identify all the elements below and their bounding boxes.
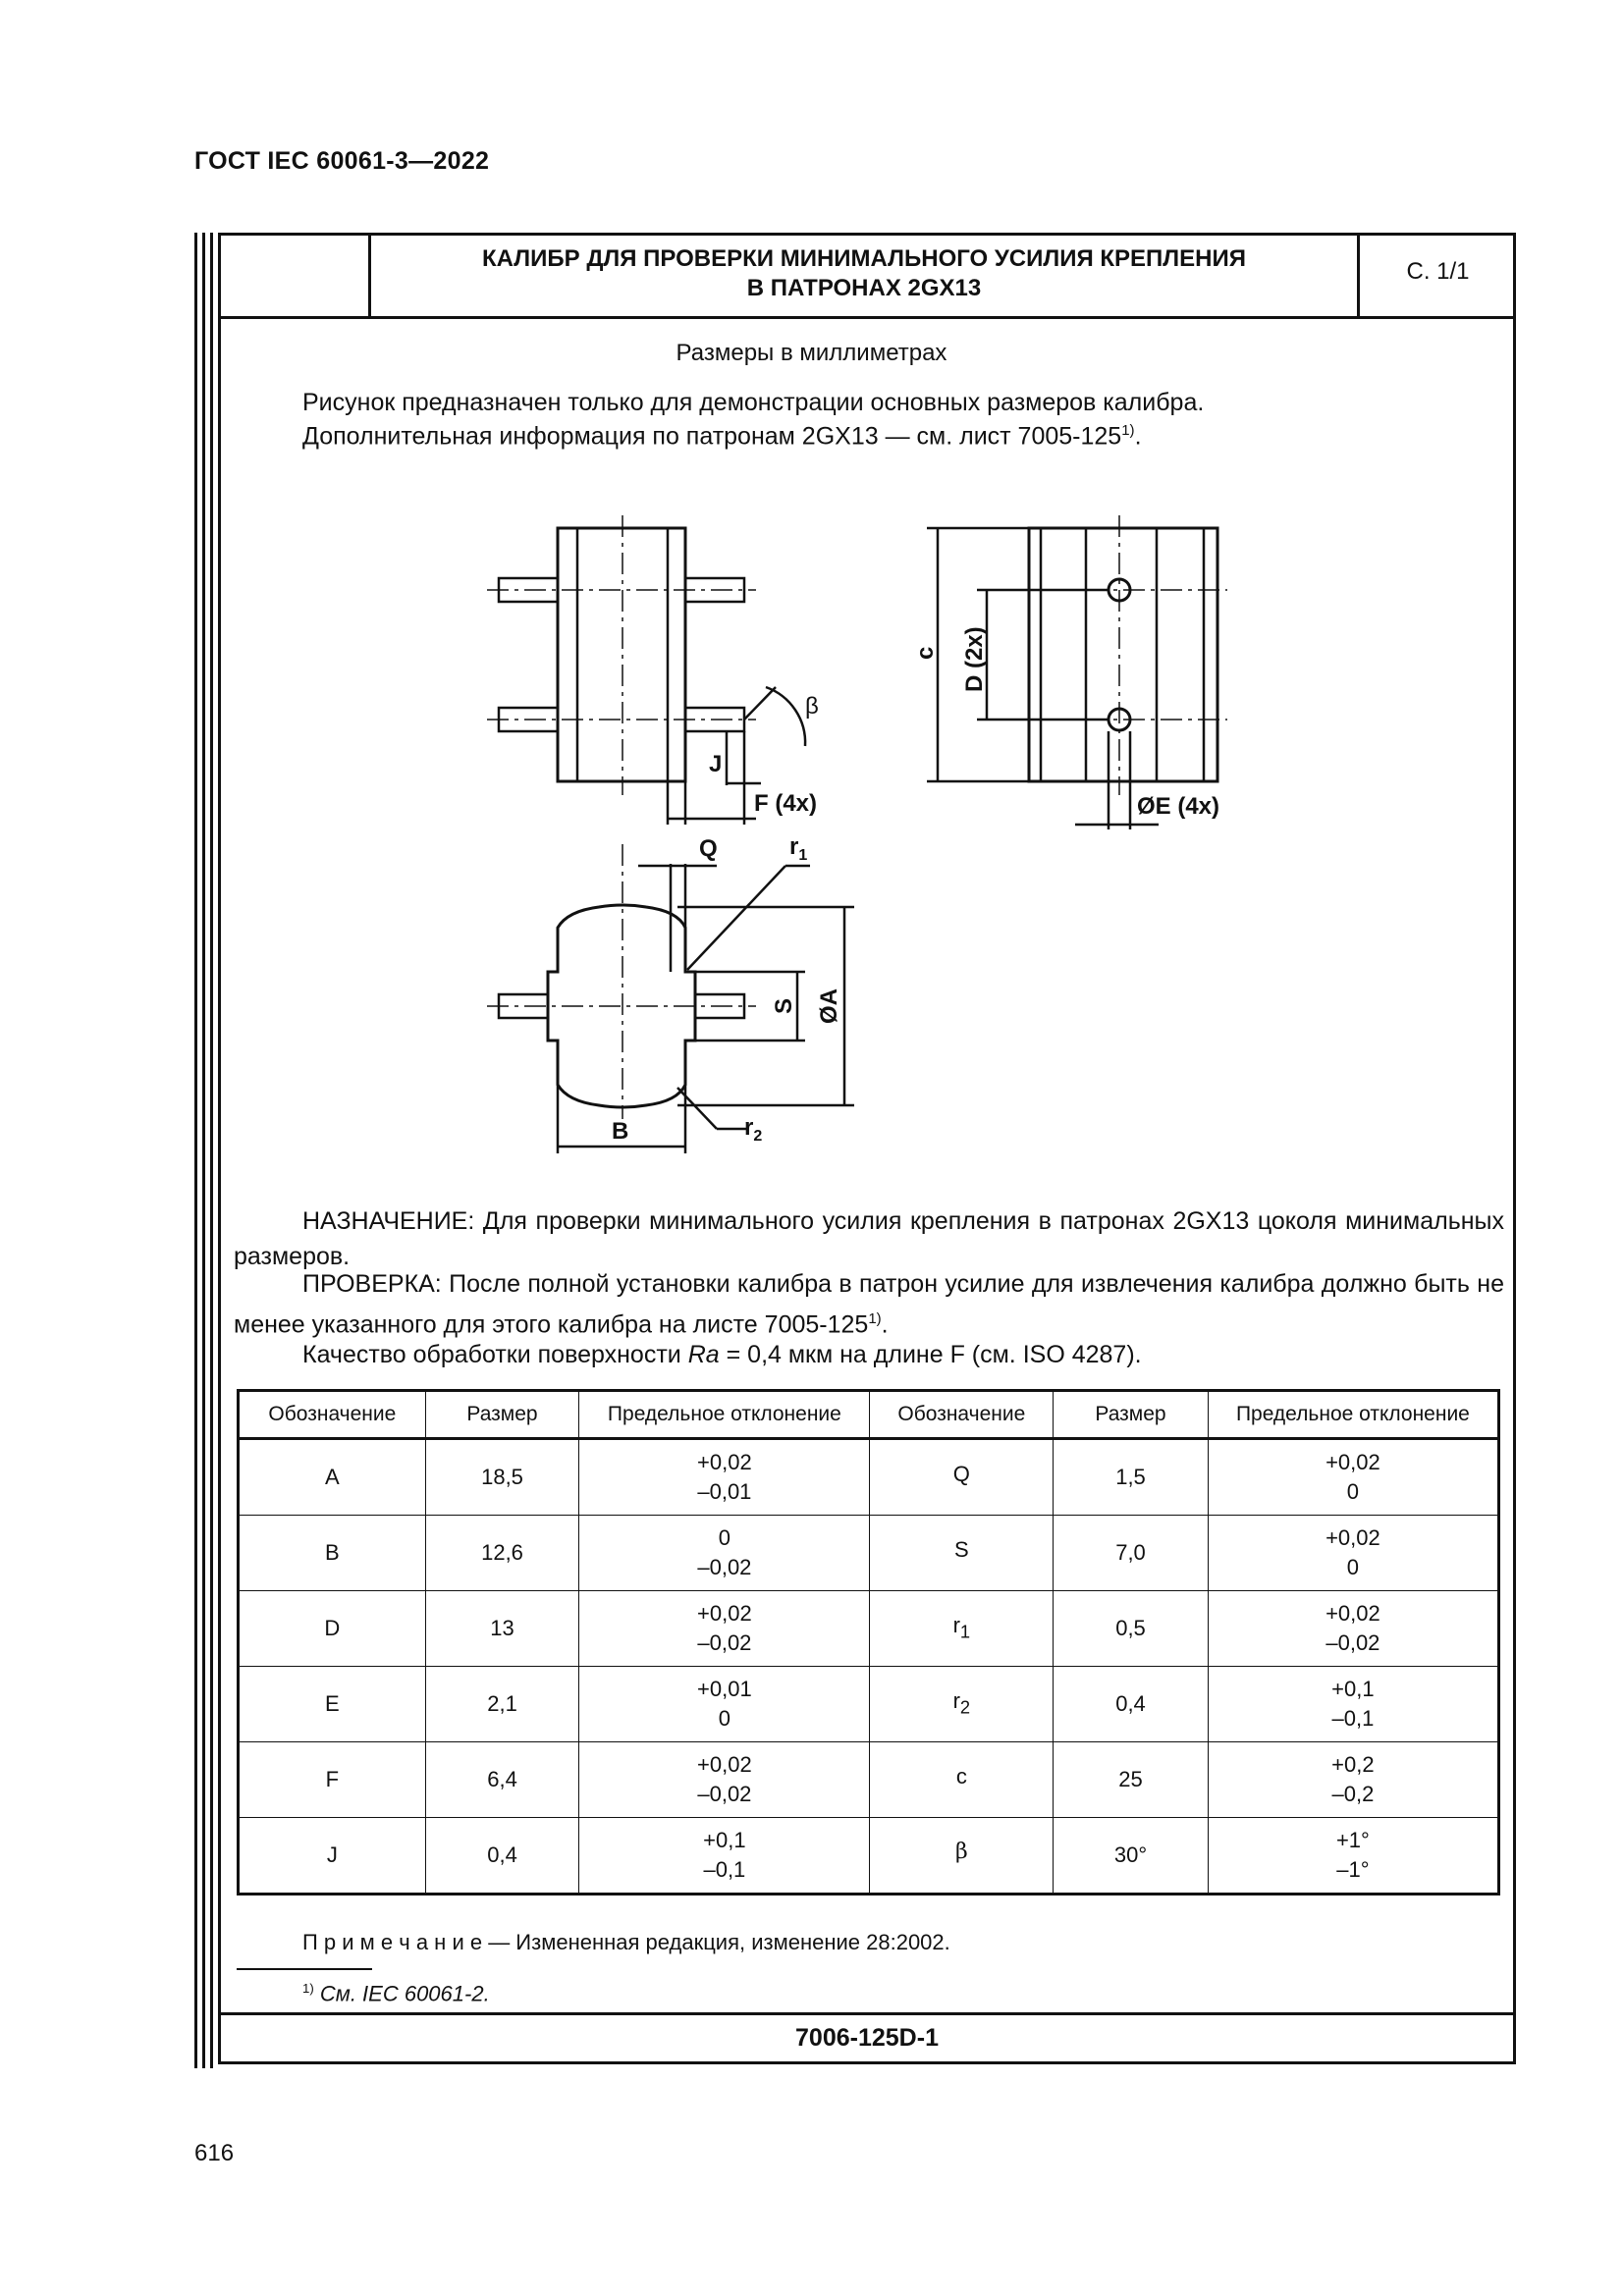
table-row: J 0,4 +0,1–0,1 β 30° +1°–1° <box>238 1817 1500 1895</box>
label-j: J <box>709 751 722 777</box>
footnote: 1) См. IEC 60061-2. <box>302 1981 490 2006</box>
units-note: Размеры в миллиметрах <box>676 340 947 366</box>
footnote-rule <box>237 1968 372 1970</box>
sheet-number: С. 1/1 <box>1406 258 1470 285</box>
intro-line-1: Рисунок предназначен только для демонстр… <box>302 389 1205 416</box>
binding-line <box>194 233 197 2068</box>
label-b: B <box>612 1118 628 1145</box>
label-f: F (4x) <box>754 790 817 817</box>
check-paragraph: ПРОВЕРКА: После полной установки калибра… <box>234 1270 1504 1339</box>
page-number: 616 <box>194 2140 235 2166</box>
note: П р и м е ч а н и е — Измененная редакци… <box>302 1930 950 1954</box>
label-c: c <box>912 647 939 660</box>
gauge-drawing: J F (4x) β c D (2x) ØE (4x) Q r1 S ØA B … <box>487 515 1227 1153</box>
table-row: F 6,4 +0,02–0,02 c 25 +0,2–0,2 <box>238 1741 1500 1818</box>
dimensions-table: Обозначение Размер Предельное отклонение… <box>237 1389 1500 1896</box>
sheet-title: КАЛИБР ДЛЯ ПРОВЕРКИ МИНИМАЛЬНОГО УСИЛИЯ … <box>482 245 1246 301</box>
column-header: Размер <box>1053 1390 1209 1439</box>
label-a: ØA <box>816 988 842 1024</box>
column-header: Предельное отклонение <box>1207 1390 1500 1439</box>
label-r1: r1 <box>789 833 807 864</box>
label-e: ØE (4x) <box>1137 793 1219 820</box>
table-header-row: Обозначение Размер Предельное отклонение… <box>238 1390 1500 1439</box>
column-header: Предельное отклонение <box>578 1390 871 1439</box>
sheet-frame <box>218 233 1516 2064</box>
column-header: Обозначение <box>869 1390 1055 1439</box>
quality-paragraph: Качество обработки поверхности Ra = 0,4 … <box>302 1341 1142 1368</box>
column-header: Размер <box>424 1390 580 1439</box>
binding-line <box>202 233 205 2068</box>
footer-rule <box>218 2012 1516 2015</box>
label-d: D (2x) <box>961 626 988 692</box>
label-s: S <box>771 998 797 1014</box>
side-view-body <box>1027 526 1219 783</box>
title-block: КАЛИБР ДЛЯ ПРОВЕРКИ МИНИМАЛЬНОГО УСИЛИЯ … <box>218 233 1516 319</box>
intro-line-2: Дополнительная информация по патронам 2G… <box>302 422 1142 451</box>
binding-line <box>210 233 213 2068</box>
sheet-code: 7006-125D-1 <box>795 2024 939 2052</box>
label-q: Q <box>699 835 718 862</box>
document-header: ГОСТ IEC 60061-3—2022 <box>194 147 490 175</box>
column-header: Обозначение <box>238 1390 426 1439</box>
label-r2: r2 <box>744 1114 762 1145</box>
table-row: D 13 +0,02–0,02 r1 0,5 +0,02–0,02 <box>238 1590 1500 1667</box>
top-view-body <box>546 903 697 1109</box>
front-view-body <box>556 526 687 783</box>
purpose-paragraph: НАЗНАЧЕНИЕ: Для проверки минимального ус… <box>234 1207 1504 1270</box>
label-beta: β <box>805 693 819 720</box>
